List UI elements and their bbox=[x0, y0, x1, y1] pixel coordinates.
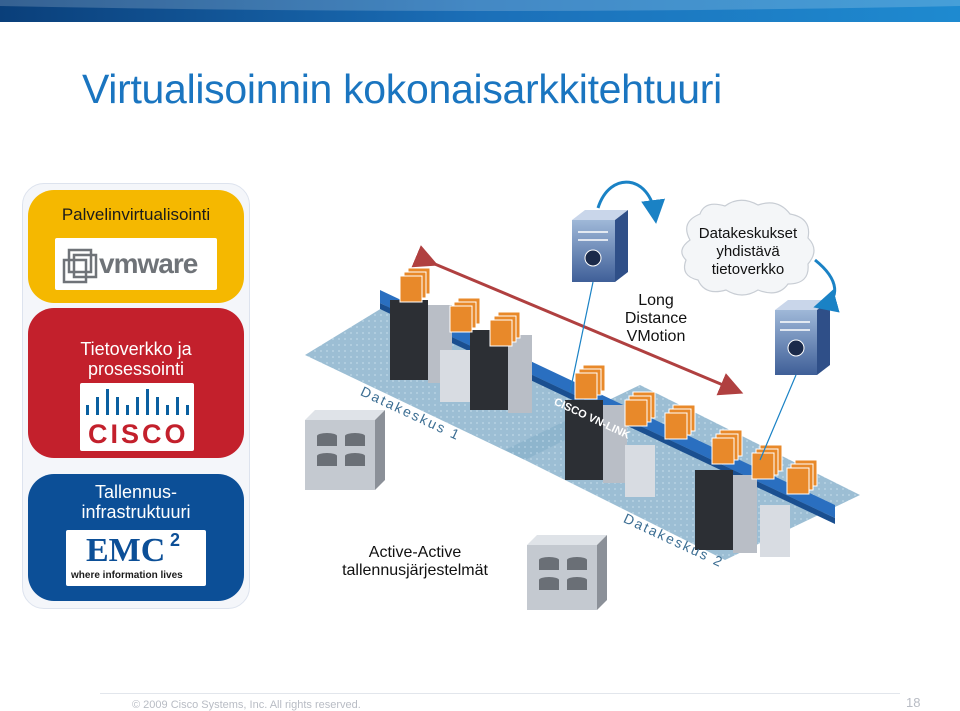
vmotion-text: Long Distance VMotion bbox=[624, 292, 688, 345]
network-processing-text: Tietoverkko ja prosessointi bbox=[80, 339, 192, 379]
cisco-logo: CISCO bbox=[80, 383, 194, 451]
emc-logo: EMC 2 where information lives bbox=[66, 530, 206, 586]
vm-stack-4 bbox=[711, 429, 818, 495]
page-title: Virtualisoinnin kokonaisarkkitehtuuri bbox=[82, 66, 722, 112]
emc-tagline: where information lives bbox=[71, 570, 183, 581]
vmware-logo: vmware bbox=[55, 238, 217, 290]
card-label-storage-infrastructure: Tallennus-infrastruktuuri bbox=[28, 482, 244, 522]
card-storage-infrastructure: Tallennus-infrastruktuuri EMC 2 where in… bbox=[28, 474, 244, 601]
card-server-virtualization: Palvelinvirtualisointi vmware bbox=[28, 190, 244, 303]
cloud-text: Datakeskukset yhdistävä tietoverkko bbox=[698, 225, 798, 278]
cisco-bridge-icon bbox=[86, 389, 189, 415]
emc-wordmark: EMC bbox=[86, 532, 166, 569]
emc-superscript: 2 bbox=[170, 530, 181, 550]
storage-array-dc1 bbox=[305, 410, 385, 490]
server-racks-dc1 bbox=[390, 300, 532, 413]
vmotion-arrow bbox=[411, 245, 744, 396]
card-network-processing: Tietoverkko ja prosessointi CISCO bbox=[28, 308, 244, 458]
vmotion-label: Long Distance VMotion bbox=[603, 292, 709, 346]
vmware-icon bbox=[62, 248, 98, 284]
card-label-server-virtualization: Palvelinvirtualisointi bbox=[61, 205, 211, 224]
cloud-label: Datakeskukset yhdistävä tietoverkko bbox=[690, 225, 806, 279]
storage-array-dc2 bbox=[527, 535, 607, 610]
storage-infrastructure-text: Tallennus-infrastruktuuri bbox=[81, 482, 191, 522]
server-racks-dc2 bbox=[565, 400, 790, 557]
cisco-wordmark: CISCO bbox=[88, 419, 189, 449]
storage-label: Active-Active tallennusjärjestelmät bbox=[330, 544, 500, 580]
cloud-shape bbox=[681, 199, 815, 296]
card-label-network-processing: Tietoverkko ja prosessointi bbox=[28, 339, 244, 379]
footer-copyright: © 2009 Cisco Systems, Inc. All rights re… bbox=[132, 699, 361, 711]
network-link-arrow-2 bbox=[813, 258, 840, 313]
vm-stack-1 bbox=[399, 267, 431, 303]
vmware-wordmark: vmware bbox=[99, 248, 198, 279]
top-header-bar bbox=[0, 0, 960, 22]
network-link-arrow-1 bbox=[596, 180, 666, 224]
vm-stack-3 bbox=[574, 364, 696, 440]
switch-icon-dc2 bbox=[775, 300, 830, 375]
storage-text: Active-Active tallennusjärjestelmät bbox=[342, 544, 488, 579]
vm-stack-2 bbox=[449, 297, 521, 347]
footer-divider bbox=[100, 693, 900, 694]
page-number: 18 bbox=[906, 695, 921, 710]
switch-icon-dc1 bbox=[572, 210, 628, 282]
